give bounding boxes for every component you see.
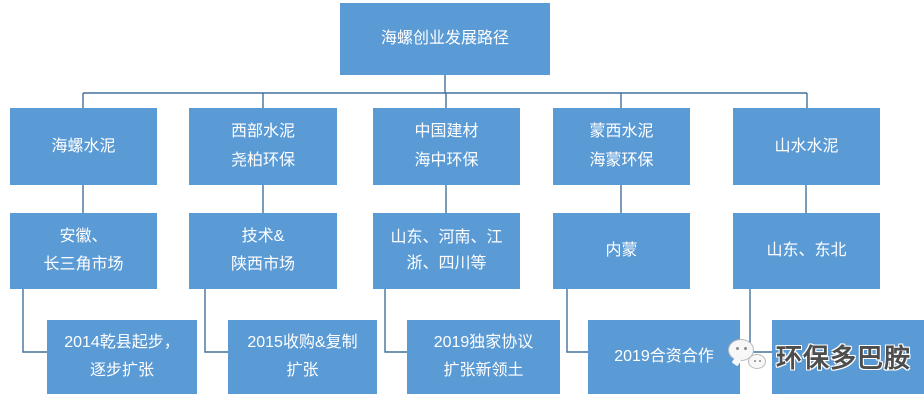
col4-milestone-node: 2019合资合作 <box>588 320 740 394</box>
col1-partner-label: 海螺水泥 <box>51 137 116 155</box>
col2-market-label-2: 陕西市场 <box>230 256 295 274</box>
col1-milestone-node: 2014乾县起步， 逐步扩张 <box>47 320 197 394</box>
root-node: 海螺创业发展路径 <box>340 3 550 75</box>
col2-milestone-label-1: 2015收购&复制 <box>247 334 358 351</box>
watermark-text: 环保多巴胺 <box>776 342 912 373</box>
col3-market-label-1: 山东、河南、江 <box>390 229 503 247</box>
col2-partner-label-1: 西部水泥 <box>230 123 295 140</box>
col2-milestone-label-2: 扩张 <box>286 362 319 379</box>
col4-market-node: 内蒙 <box>553 213 690 289</box>
col2-partner-node: 西部水泥 尧柏环保 <box>189 108 337 185</box>
col1-market-label-2: 长三角市场 <box>43 256 124 274</box>
col1-partner-node: 海螺水泥 <box>10 108 157 185</box>
col4-partner-label-2: 海蒙环保 <box>589 152 654 169</box>
col3-partner-label-2: 海中环保 <box>414 152 479 169</box>
col3-market-node: 山东、河南、江 浙、四川等 <box>373 213 520 289</box>
col1-market-node: 安徽、 长三角市场 <box>10 213 157 289</box>
col1-market-label-1: 安徽、 <box>59 227 108 245</box>
watermark: 环保多巴胺 <box>727 335 911 377</box>
col2-market-node: 技术& 陕西市场 <box>189 213 337 289</box>
col4-milestone-label: 2019合资合作 <box>614 348 714 365</box>
col3-milestone-node: 2019独家协议 扩张新领土 <box>407 320 560 394</box>
col3-milestone-label-2: 扩张新领土 <box>443 362 524 379</box>
col3-partner-node: 中国建材 海中环保 <box>373 108 520 185</box>
col2-milestone-node: 2015收购&复制 扩张 <box>228 320 377 394</box>
col3-market-label-2: 浙、四川等 <box>406 255 487 272</box>
col1-milestone-label-1: 2014乾县起步， <box>64 334 180 351</box>
col3-milestone-label-1: 2019独家协议 <box>433 334 534 351</box>
col5-milestone-node <box>772 320 924 394</box>
col5-partner-label: 山水水泥 <box>774 137 839 155</box>
col2-market-label-1: 技术& <box>241 227 285 245</box>
col2-partner-label-2: 尧柏环保 <box>230 152 295 169</box>
col5-market-node: 山东、东北 <box>733 213 880 289</box>
col5-partner-node: 山水水泥 <box>733 108 880 185</box>
root-label: 海螺创业发展路径 <box>380 30 509 47</box>
col4-market-label: 内蒙 <box>605 242 638 259</box>
wechat-icon <box>727 335 769 377</box>
col4-partner-label-1: 蒙西水泥 <box>589 123 654 140</box>
col3-partner-label-1: 中国建材 <box>414 123 479 140</box>
col5-market-label: 山东、东北 <box>766 242 847 259</box>
col1-milestone-label-2: 逐步扩张 <box>89 362 154 379</box>
col4-partner-node: 蒙西水泥 海蒙环保 <box>553 108 690 185</box>
